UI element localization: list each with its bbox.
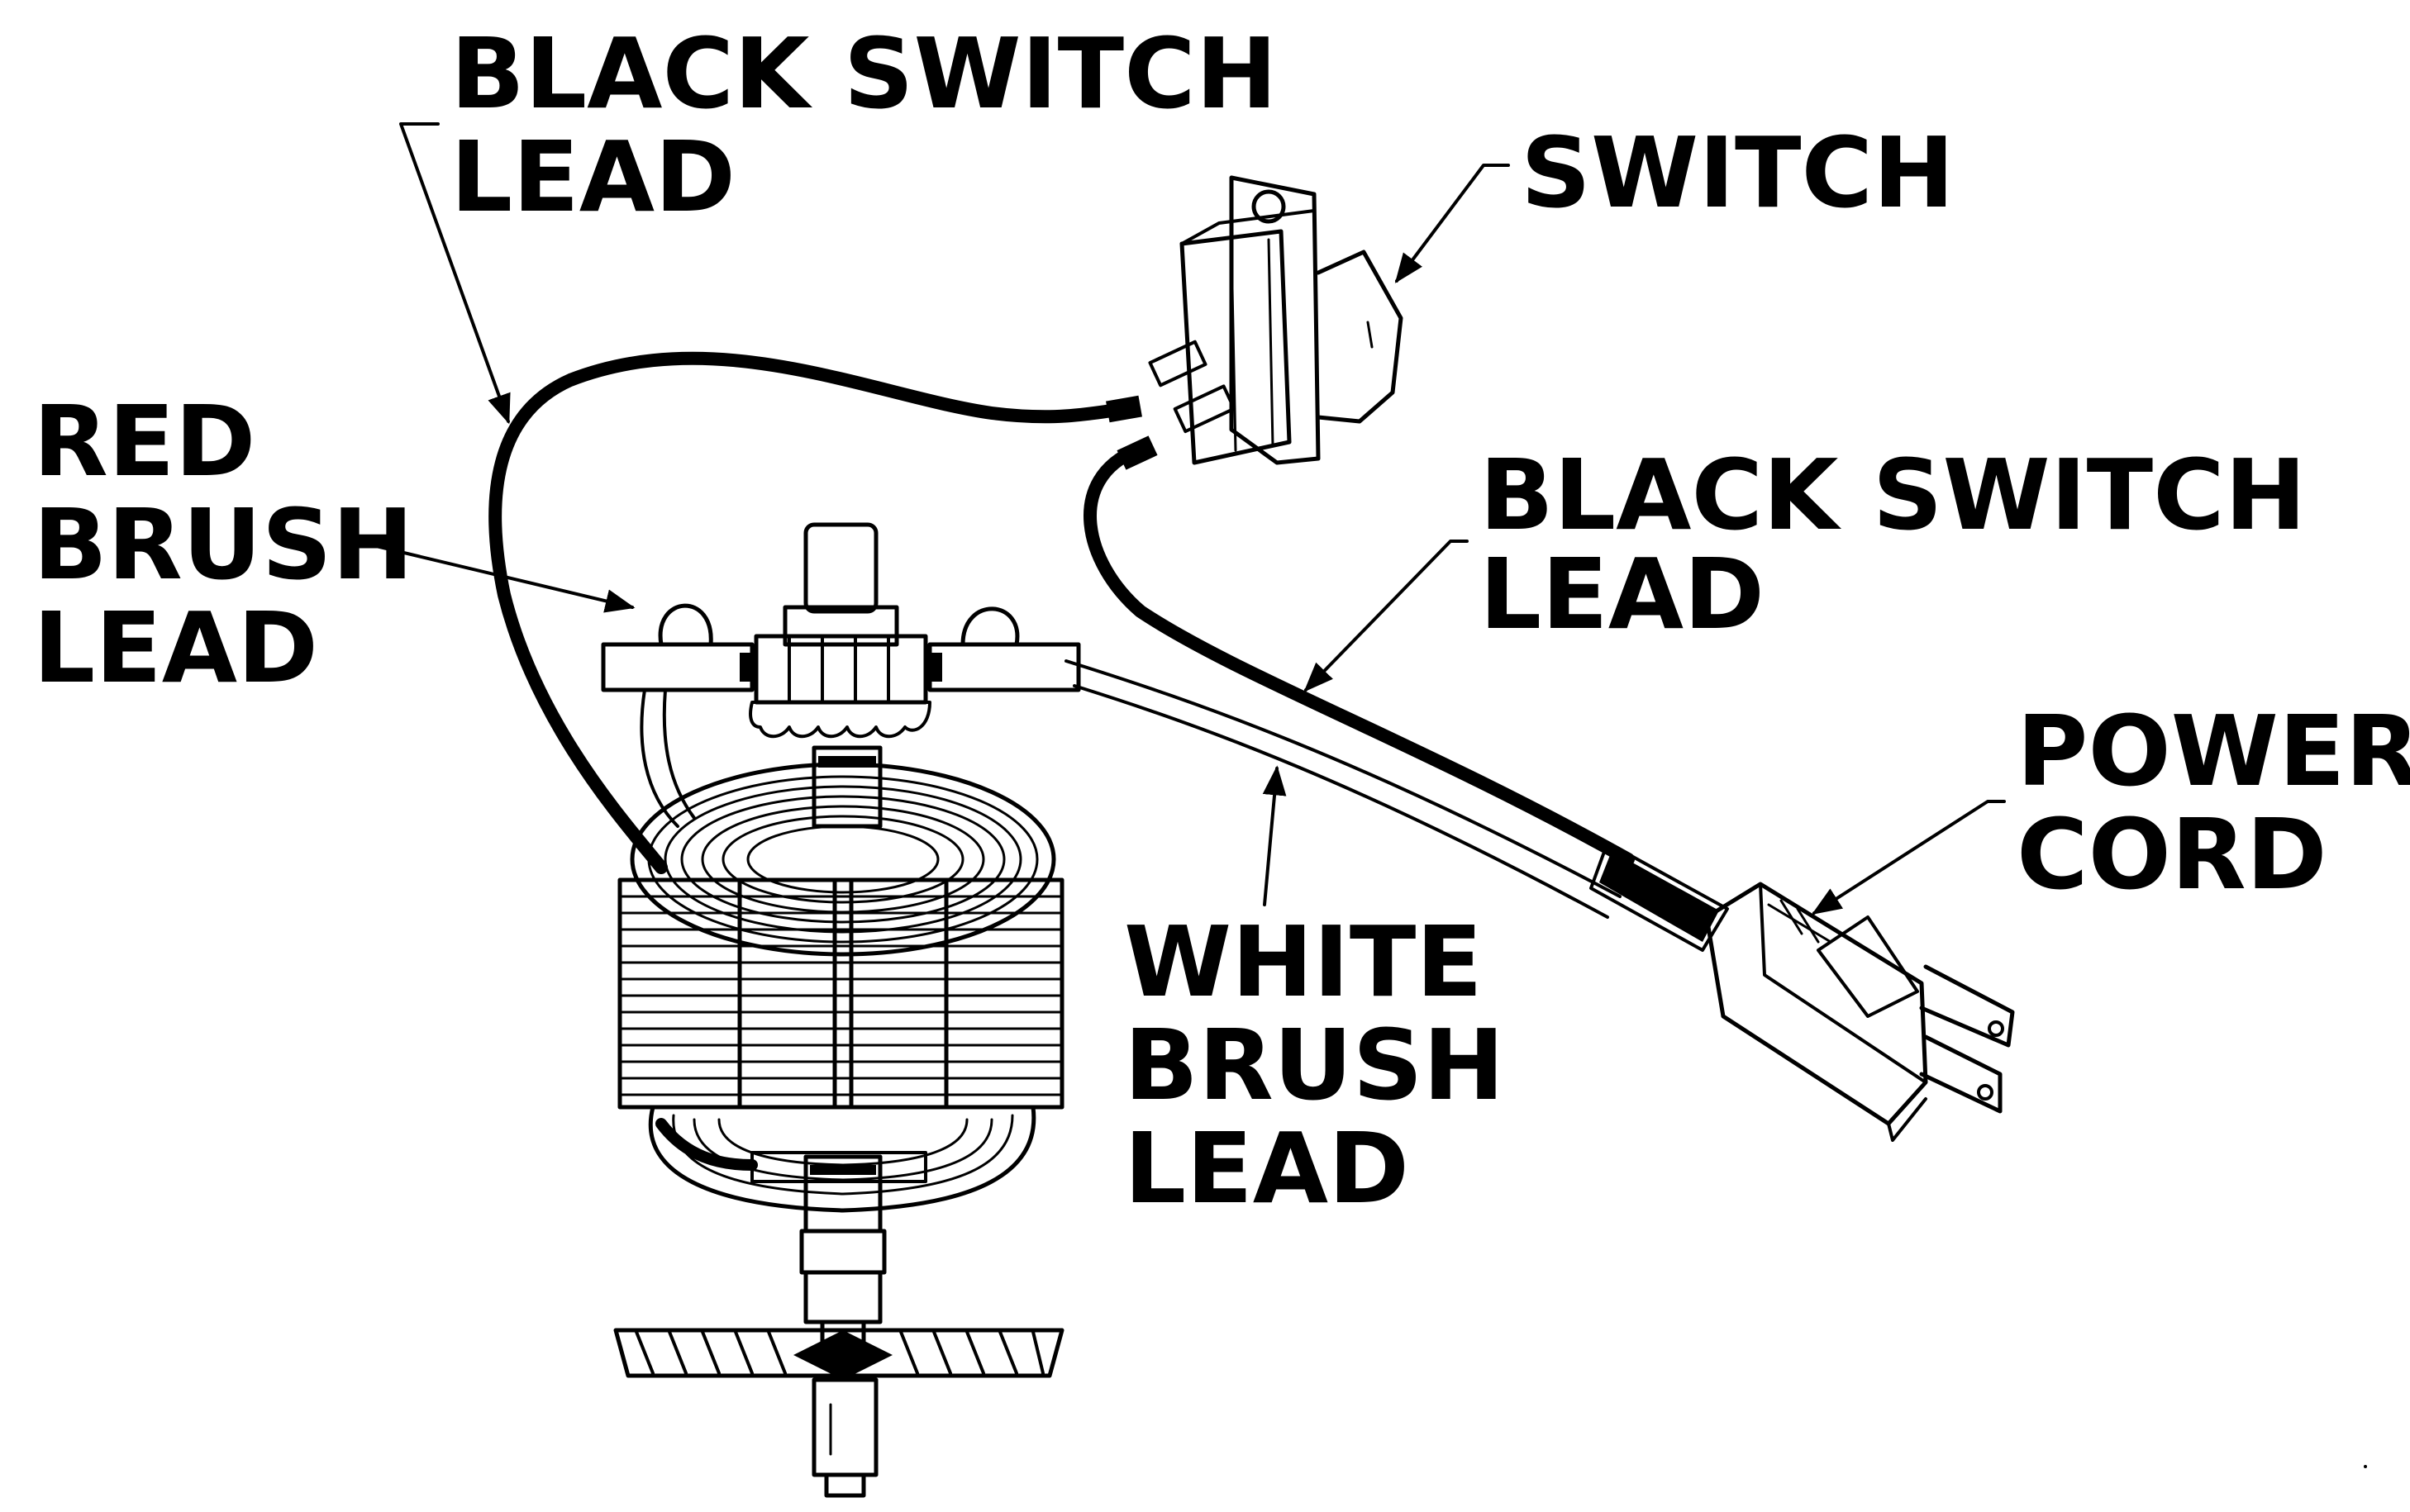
svg-text:BLACK SWITCH: BLACK SWITCH bbox=[1479, 438, 2306, 552]
white-brush-lead-wire bbox=[1064, 659, 1622, 919]
brush-holder-right bbox=[926, 606, 1081, 692]
svg-text:LEAD: LEAD bbox=[1479, 537, 1765, 651]
motor bbox=[601, 522, 1081, 1498]
black-switch-lead-right-wire bbox=[1084, 435, 1635, 866]
label-switch: SWITCH bbox=[1521, 116, 1955, 230]
label-black-switch-lead-right: BLACK SWITCH LEAD bbox=[1479, 438, 2306, 651]
svg-text:SWITCH: SWITCH bbox=[1521, 116, 1955, 230]
leader-black-switch-lead-right bbox=[1303, 540, 1469, 692]
laminations bbox=[618, 895, 1064, 1096]
brush-holder-left bbox=[601, 603, 756, 692]
power-cord bbox=[1589, 841, 1729, 952]
speck bbox=[2364, 1465, 2367, 1468]
leader-white-brush-lead bbox=[1262, 765, 1287, 906]
label-black-switch-lead-top: BLACK SWITCH LEAD bbox=[450, 17, 1277, 234]
black-switch-lead-top-wire bbox=[488, 351, 1142, 874]
svg-text:RED: RED bbox=[33, 384, 255, 498]
switch bbox=[1148, 175, 1403, 465]
label-white-brush-lead: WHITE BRUSH LEAD bbox=[1124, 905, 1504, 1225]
svg-text:LEAD: LEAD bbox=[1124, 1111, 1409, 1225]
power-plug bbox=[1704, 882, 2015, 1142]
svg-text:WHITE: WHITE bbox=[1124, 905, 1483, 1019]
svg-text:LEAD: LEAD bbox=[33, 591, 318, 705]
stator-stack bbox=[617, 877, 1064, 1110]
fan bbox=[613, 1328, 1064, 1380]
svg-text:BRUSH: BRUSH bbox=[1124, 1008, 1504, 1122]
field-coil-top bbox=[630, 762, 1056, 957]
leader-black-switch-lead-top bbox=[399, 122, 511, 425]
svg-text:BRUSH: BRUSH bbox=[33, 487, 413, 601]
label-red-brush-lead: RED BRUSH LEAD bbox=[33, 384, 413, 705]
svg-text:LEAD: LEAD bbox=[450, 120, 736, 234]
leader-power-cord bbox=[1811, 800, 2006, 915]
svg-text:POWER: POWER bbox=[2017, 694, 2410, 808]
svg-text:CORD: CORD bbox=[2017, 797, 2327, 911]
svg-text:BLACK SWITCH: BLACK SWITCH bbox=[450, 17, 1277, 131]
label-power-cord: POWER CORD bbox=[2017, 694, 2410, 911]
leader-switch bbox=[1394, 164, 1510, 283]
